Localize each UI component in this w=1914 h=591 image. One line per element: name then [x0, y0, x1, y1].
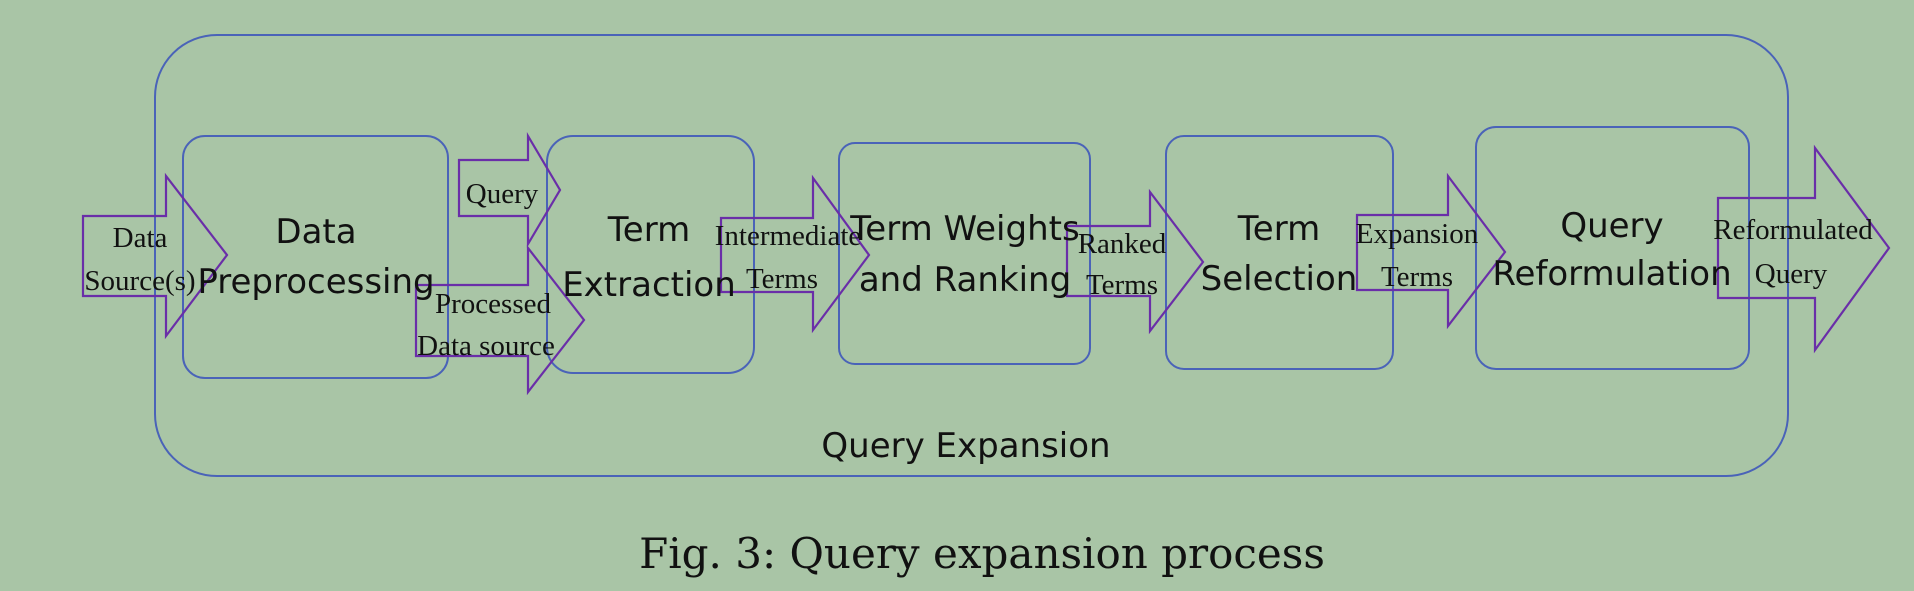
- data-sources-arrow: [81, 172, 229, 340]
- term-extraction-box: [546, 135, 755, 374]
- intermediate-terms-arrow: [719, 174, 871, 334]
- data-sources-label-1: Data: [113, 222, 168, 254]
- intermediate-terms-label-2: Terms: [746, 263, 818, 295]
- reformulated-query-label-1: Reformulated: [1713, 214, 1873, 246]
- reformulated-query-label-2: Query: [1755, 258, 1828, 290]
- query-expansion-label: Query Expansion: [821, 426, 1110, 466]
- intermediate-terms-label-1: Intermediate: [715, 220, 862, 252]
- term-extraction-label-1: Term: [607, 210, 690, 250]
- query-reformulation-label-1: Query: [1560, 206, 1663, 246]
- ranked-terms-arrow: [1065, 188, 1205, 335]
- query-reformulation-box: [1475, 126, 1750, 370]
- term-selection-label-1: Term: [1237, 209, 1320, 249]
- data-sources-label-2: Source(s): [84, 265, 195, 297]
- processed-data-source-label-1: Processed: [435, 288, 551, 320]
- reformulated-query-arrow: [1716, 144, 1891, 354]
- data-preprocessing-box: [182, 135, 449, 379]
- ranked-terms-label-2: Terms: [1086, 269, 1158, 301]
- expansion-terms-label-2: Terms: [1381, 261, 1453, 293]
- expansion-terms-label-1: Expansion: [1356, 218, 1479, 250]
- data-preprocessing-label-2: Preprocessing: [197, 262, 434, 302]
- term-weights-box: [838, 142, 1091, 365]
- data-preprocessing-label-1: Data: [275, 212, 356, 252]
- query-reformulation-label-2: Reformulation: [1492, 254, 1731, 294]
- processed-data-source-label-2: Data source: [417, 330, 555, 362]
- query-arrow-label: Query: [466, 178, 539, 210]
- term-extraction-label-2: Extraction: [562, 265, 736, 305]
- term-selection-box: [1165, 135, 1394, 370]
- term-weights-label-1: Term Weights: [849, 209, 1079, 249]
- term-selection-label-2: Selection: [1201, 259, 1358, 299]
- expansion-terms-arrow: [1355, 172, 1507, 330]
- term-weights-label-2: and Ranking: [859, 260, 1071, 300]
- query-arrow: [457, 131, 562, 249]
- ranked-terms-label-1: Ranked: [1078, 228, 1167, 260]
- figure-caption: Fig. 3: Query expansion process: [639, 529, 1325, 578]
- query-expansion-container: [154, 34, 1789, 477]
- processed-data-source-arrow: [414, 244, 586, 396]
